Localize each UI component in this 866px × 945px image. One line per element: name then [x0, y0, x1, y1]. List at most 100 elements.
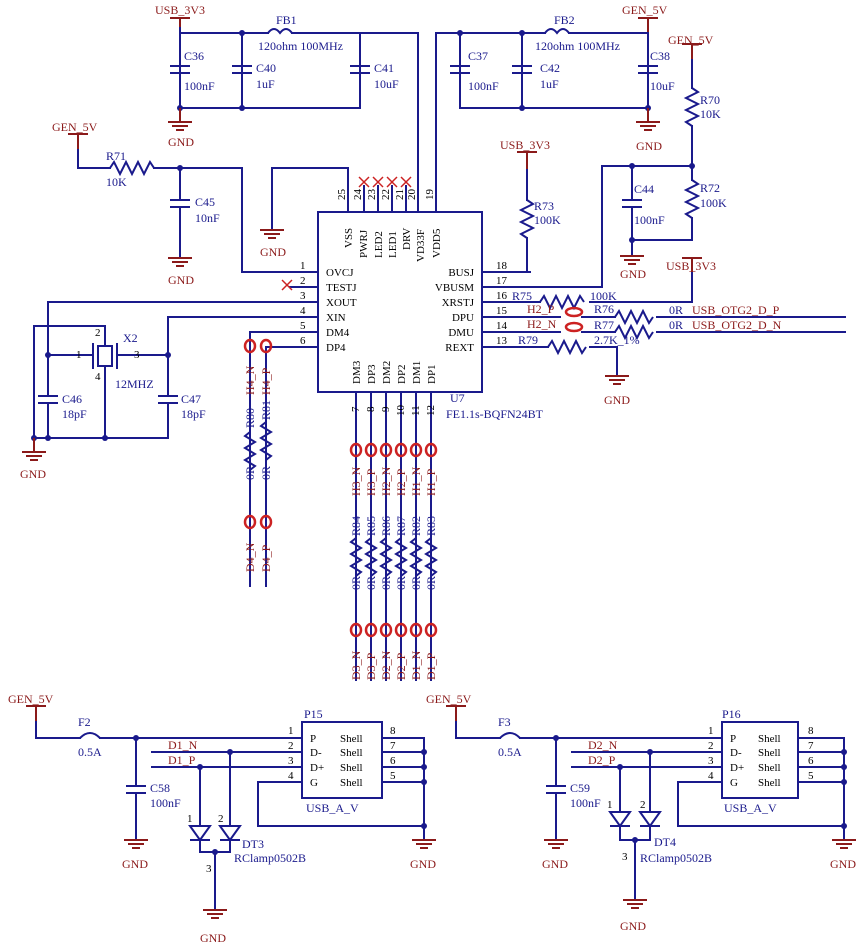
- u7-pin-3-name: XOUT: [326, 297, 357, 309]
- p16-ref: P16: [722, 707, 741, 721]
- dt3-diode-a: [188, 825, 212, 842]
- net-d2-p-port: D2_P: [588, 753, 616, 767]
- u7-pin-20-num: 20: [406, 189, 418, 201]
- net-d2-n-port: D2_N: [588, 738, 618, 752]
- fb2-ref: FB2: [554, 13, 575, 27]
- r75-ref: R75: [512, 289, 532, 303]
- c58-ref: C58: [150, 781, 170, 795]
- r87-value: 0R: [394, 576, 408, 590]
- u7-pin-8-name: DP3: [366, 364, 378, 384]
- f3-value: 0.5A: [498, 745, 522, 759]
- fb2-symbol: [544, 28, 570, 35]
- net-h4-p: H4_P: [259, 367, 273, 395]
- dt4-diode-b: [638, 811, 662, 828]
- r76-value: 0R: [669, 303, 683, 317]
- r75-value: 100K: [590, 289, 617, 303]
- dt4-value: RClamp0502B: [640, 851, 712, 865]
- r83-ref: R83: [424, 516, 438, 536]
- u7-pin-1-num: 1: [300, 260, 306, 272]
- net-h3-n: H3_N: [349, 466, 363, 496]
- net-d4-n: D4_N: [243, 542, 257, 572]
- upstream-section: USB_3V3 R73 100K R75 100K USB_3V3 H2_P H…: [500, 138, 846, 407]
- gen5v-label-1: GEN_5V: [622, 3, 668, 17]
- gnd-label-12: GND: [830, 857, 856, 871]
- u7-pin-20-name: VD33F: [415, 229, 427, 262]
- r70-value: 10K: [700, 107, 721, 121]
- u7-top-pins: 25 24 23 22 21 20 19 VSS PWRJ LED2 LED1 …: [260, 167, 443, 262]
- r71-value: 10K: [106, 175, 127, 189]
- crystal-section: 1 2 3 4 X2 12MHZ C46 18pF C47 18pF GND: [20, 301, 291, 481]
- d4-n-netport: [243, 514, 257, 530]
- u7-pin-5-name: DM4: [326, 327, 350, 339]
- x2-pin-2: 2: [95, 327, 101, 339]
- p15-ref: P15: [304, 707, 323, 721]
- p16-pin-7-num: 7: [808, 740, 814, 752]
- u7-pin-16-name: XRSTJ: [442, 297, 475, 309]
- gnd-label-6: GND: [20, 467, 46, 481]
- net-h1-p: H1_P: [424, 468, 438, 496]
- u7-pin-21-name: DRV: [401, 228, 413, 250]
- c44-value: 100nF: [634, 213, 665, 227]
- no-connect-marks-top: [358, 176, 412, 191]
- r82-value: 0R: [409, 576, 423, 590]
- u7-bottom-pins: 7 8 9 10 11 12 DM3 DP3 DM2 DP2 DM1 DP1: [350, 360, 438, 681]
- p15-shell-7: Shell: [340, 747, 363, 759]
- r73-symbol: [518, 199, 536, 239]
- dt3-pin-1: 1: [187, 813, 193, 825]
- reset-divider: GEN_5V R70 10K R72 100K C44 100nF GND: [601, 33, 727, 287]
- gen5v-filter-section: GEN_5V FB2 120ohm 100MHz C37 100nF C42 1…: [435, 3, 675, 191]
- gen5v-label-2: GEN_5V: [668, 33, 714, 47]
- r72-value: 100K: [700, 196, 727, 210]
- u7-pin-1-name: OVCJ: [326, 267, 354, 279]
- u7-pin-10-name: DP2: [396, 364, 408, 384]
- r80-ref: R80: [243, 408, 257, 428]
- u7-pin-3-num: 3: [300, 290, 306, 302]
- u7-value: FE1.1s-BQFN24BT: [446, 407, 544, 421]
- u7-pin-7-name: DM3: [351, 360, 363, 384]
- r80-value: 0R: [243, 466, 257, 480]
- r77-ref: R77: [594, 318, 614, 332]
- r85-value: 0R: [364, 576, 378, 590]
- net-h2-n-b: H2_N: [379, 466, 393, 496]
- f3-symbol: [499, 732, 521, 739]
- u7-pin-10-num: 10: [395, 405, 407, 417]
- r84-ref: R84: [349, 516, 363, 536]
- usb3v3-label-3: USB_3V3: [666, 259, 716, 273]
- r81-symbol: [259, 421, 273, 461]
- c40-ref: C40: [256, 61, 276, 75]
- r77-value: 0R: [669, 318, 683, 332]
- r86-value: 0R: [379, 576, 393, 590]
- d4-p-netport: [259, 514, 273, 530]
- h4-p-netport: [259, 338, 273, 354]
- u7-pin-24-num: 24: [352, 189, 364, 201]
- u7-ref: U7: [450, 391, 465, 405]
- p15-pin-1-num: 1: [288, 725, 294, 737]
- r84-value: 0R: [349, 576, 363, 590]
- dt3-ref: DT3: [242, 837, 264, 851]
- x2-ref: X2: [123, 331, 138, 345]
- gnd-label-4: GND: [168, 273, 194, 287]
- gnd-label-5: GND: [260, 245, 286, 259]
- r81-ref: R81: [259, 400, 273, 420]
- u7-pin-12-num: 12: [425, 405, 437, 416]
- u7-pin-17-name: VBUSM: [435, 282, 474, 294]
- net-d2-p: D2_P: [394, 652, 408, 680]
- p15-pin-2-name: D-: [310, 747, 322, 759]
- r79-symbol: [547, 338, 587, 356]
- u7-pin-9-num: 9: [380, 406, 392, 412]
- dt4-pin-1: 1: [607, 799, 613, 811]
- u7-pin-11-name: DM1: [411, 361, 423, 384]
- u7-pin-2-name: TESTJ: [326, 282, 357, 294]
- p15-pin-4-name: G: [310, 777, 318, 789]
- port4-resistors: H4_N H4_P R80 R81 0R 0R D4_N D4_P: [243, 331, 291, 587]
- p16-pin-5-num: 5: [808, 770, 814, 782]
- x2-pin-4: 4: [95, 371, 101, 383]
- net-h2-p: H2_P: [527, 302, 555, 316]
- u7-pin-15-name: DPU: [452, 312, 474, 324]
- usb3v3-label-2: USB_3V3: [500, 138, 550, 152]
- c47-value: 18pF: [181, 407, 206, 421]
- u7-pin-19-num: 19: [424, 189, 436, 201]
- c42-value: 1uF: [540, 77, 559, 91]
- gnd-label-11: GND: [542, 857, 568, 871]
